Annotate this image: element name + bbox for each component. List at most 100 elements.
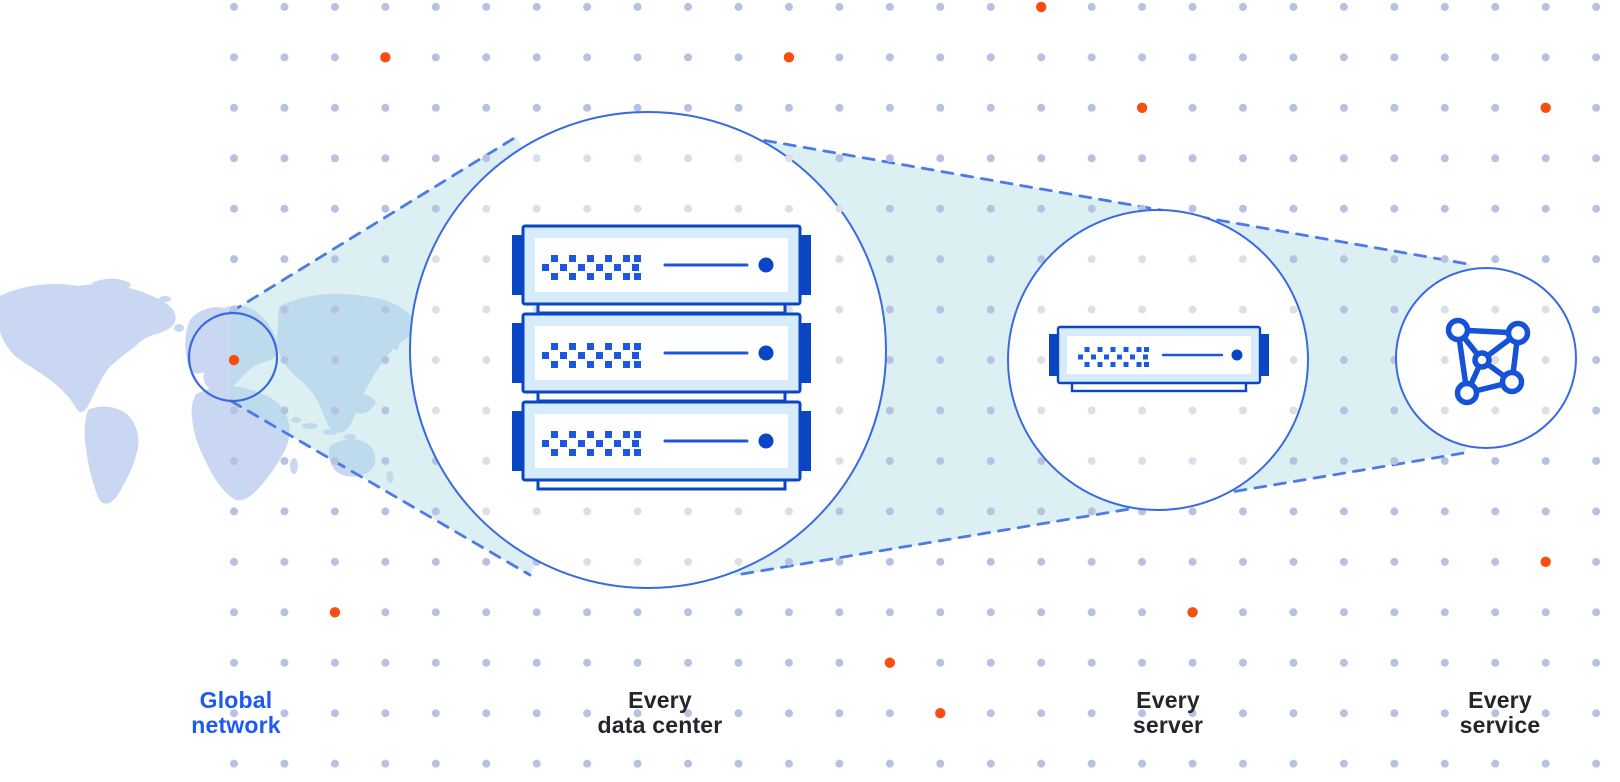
grid-dot bbox=[1339, 305, 1348, 314]
grid-dot bbox=[1188, 658, 1197, 667]
grid-dot bbox=[633, 53, 642, 62]
grid-dot bbox=[1188, 557, 1197, 566]
grid-dot bbox=[936, 53, 945, 62]
grid-dot bbox=[1491, 557, 1500, 566]
grid-dot bbox=[381, 204, 390, 213]
grid-dot bbox=[330, 356, 339, 365]
grid-dot bbox=[1239, 2, 1247, 11]
grid-dot bbox=[1541, 507, 1550, 516]
grid-dot bbox=[1239, 759, 1247, 768]
grid-dot bbox=[1239, 608, 1247, 617]
orange-location-dot bbox=[228, 354, 240, 366]
grid-dot-faint bbox=[1289, 356, 1298, 365]
grid-dot bbox=[1390, 406, 1399, 415]
grid-dot bbox=[885, 103, 894, 112]
grid-dot bbox=[1390, 608, 1399, 617]
grid-dot bbox=[1541, 456, 1550, 465]
grid-dot-faint bbox=[1541, 406, 1550, 415]
grid-dot bbox=[1188, 759, 1197, 768]
grid-dot bbox=[936, 2, 945, 11]
grid-dot-faint bbox=[1239, 406, 1247, 415]
grid-dot bbox=[986, 557, 995, 566]
grid-dot bbox=[1339, 103, 1348, 112]
grid-dot bbox=[230, 53, 238, 62]
grid-dot bbox=[936, 608, 945, 617]
grid-dot bbox=[1592, 356, 1601, 365]
grid-dot bbox=[1491, 2, 1500, 11]
grid-dot bbox=[1289, 557, 1298, 566]
grid-dot bbox=[1239, 709, 1247, 718]
grid-dot-faint bbox=[784, 305, 793, 314]
grid-dot bbox=[280, 103, 289, 112]
grid-dot bbox=[1390, 2, 1399, 11]
grid-dot bbox=[1037, 154, 1046, 163]
grid-dot bbox=[1390, 658, 1399, 667]
grid-dot bbox=[1440, 204, 1449, 213]
grid-dot-faint bbox=[1188, 456, 1197, 465]
grid-dot bbox=[885, 557, 894, 566]
grid-dot bbox=[1239, 658, 1247, 667]
grid-dot-faint bbox=[583, 557, 592, 566]
grid-dot bbox=[1289, 456, 1298, 465]
grid-dot bbox=[482, 154, 491, 163]
grid-dot bbox=[1491, 53, 1500, 62]
grid-dot-faint bbox=[633, 154, 642, 163]
label-line: server bbox=[1132, 712, 1204, 738]
grid-dot bbox=[1491, 608, 1500, 617]
grid-dot bbox=[230, 608, 238, 617]
label-line: service bbox=[1459, 712, 1541, 738]
grid-dot bbox=[1440, 608, 1449, 617]
grid-dot bbox=[1239, 103, 1247, 112]
grid-dot bbox=[1390, 305, 1399, 314]
grid-dot bbox=[532, 103, 541, 112]
grid-dot-faint bbox=[583, 204, 592, 213]
grid-dot bbox=[1339, 507, 1348, 516]
grid-dot bbox=[1339, 406, 1348, 415]
grid-dot bbox=[1289, 2, 1298, 11]
grid-dot bbox=[1138, 608, 1147, 617]
grid-dot bbox=[230, 255, 238, 264]
grid-dot bbox=[1541, 53, 1550, 62]
grid-dot bbox=[330, 204, 339, 213]
grid-dot bbox=[885, 204, 894, 213]
grid-dot bbox=[986, 608, 995, 617]
label-every-data-center: Every data center bbox=[500, 688, 820, 738]
grid-dot bbox=[230, 406, 238, 415]
grid-dot bbox=[1087, 103, 1096, 112]
grid-dot bbox=[1239, 53, 1247, 62]
grid-dot bbox=[330, 759, 339, 768]
grid-dot bbox=[1239, 557, 1247, 566]
grid-dot bbox=[1339, 356, 1348, 365]
grid-dot bbox=[1037, 456, 1046, 465]
grid-dot bbox=[1390, 204, 1399, 213]
grid-dot-faint bbox=[734, 507, 743, 516]
grid-dot bbox=[1188, 507, 1197, 516]
grid-dot bbox=[1289, 658, 1298, 667]
grid-dot-faint bbox=[784, 507, 793, 516]
grid-dot bbox=[885, 456, 894, 465]
grid-dot bbox=[431, 507, 440, 516]
grid-dot bbox=[784, 759, 793, 768]
grid-dot bbox=[835, 557, 844, 566]
grid-dot bbox=[936, 356, 945, 365]
grid-dot bbox=[684, 759, 693, 768]
grid-dot bbox=[1037, 658, 1046, 667]
grid-dot bbox=[1037, 759, 1046, 768]
grid-dot bbox=[1491, 658, 1500, 667]
grid-dot bbox=[330, 557, 339, 566]
grid-dot bbox=[835, 608, 844, 617]
grid-dot bbox=[482, 658, 491, 667]
server-icon bbox=[1049, 325, 1269, 393]
grid-dot-faint bbox=[835, 305, 844, 314]
grid-dot bbox=[885, 709, 894, 718]
dashed-line-lower-right bbox=[740, 451, 1466, 576]
grid-dot bbox=[1138, 154, 1147, 163]
grid-dot bbox=[684, 658, 693, 667]
grid-dot bbox=[1541, 154, 1550, 163]
grid-dot bbox=[936, 154, 945, 163]
grid-dot-faint bbox=[835, 456, 844, 465]
grid-dot bbox=[1541, 204, 1550, 213]
grid-dot bbox=[330, 2, 339, 11]
grid-dot bbox=[431, 2, 440, 11]
grid-dot bbox=[230, 103, 238, 112]
